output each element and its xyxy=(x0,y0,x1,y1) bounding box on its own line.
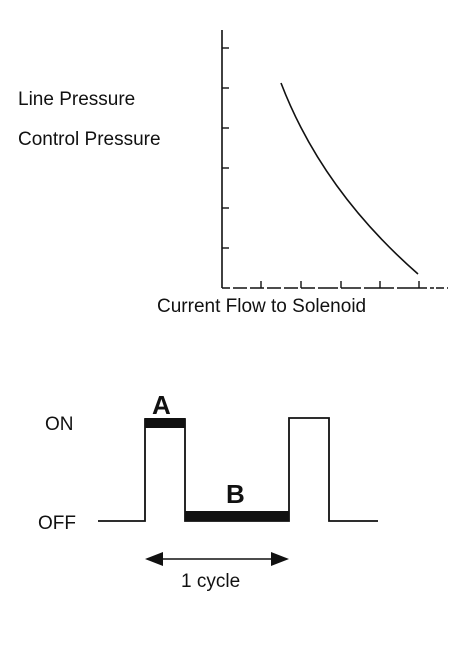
arrow-left-icon xyxy=(145,552,163,566)
y-label-line-pressure: Line Pressure xyxy=(18,89,135,110)
marker-b: B xyxy=(226,479,245,509)
x-axis-label: Current Flow to Solenoid xyxy=(157,296,366,317)
on-level-label: ON xyxy=(45,414,74,435)
marker-a: A xyxy=(152,390,171,420)
on-time-bar-a xyxy=(145,418,185,428)
y-label-control-pressure: Control Pressure xyxy=(18,129,161,150)
off-time-bar-b xyxy=(185,511,289,521)
x-axis-ticks xyxy=(260,281,420,288)
pressure-graph: Line Pressure Control Pressure Current F… xyxy=(18,30,448,317)
cycle-arrow xyxy=(145,552,289,566)
pressure-curve xyxy=(280,82,419,275)
cycle-label: 1 cycle xyxy=(181,571,240,592)
duty-cycle-diagram: ON OFF A B 1 cycle xyxy=(38,390,378,592)
arrow-right-icon xyxy=(271,552,289,566)
y-axis-ticks xyxy=(222,47,229,249)
off-level-label: OFF xyxy=(38,513,76,534)
